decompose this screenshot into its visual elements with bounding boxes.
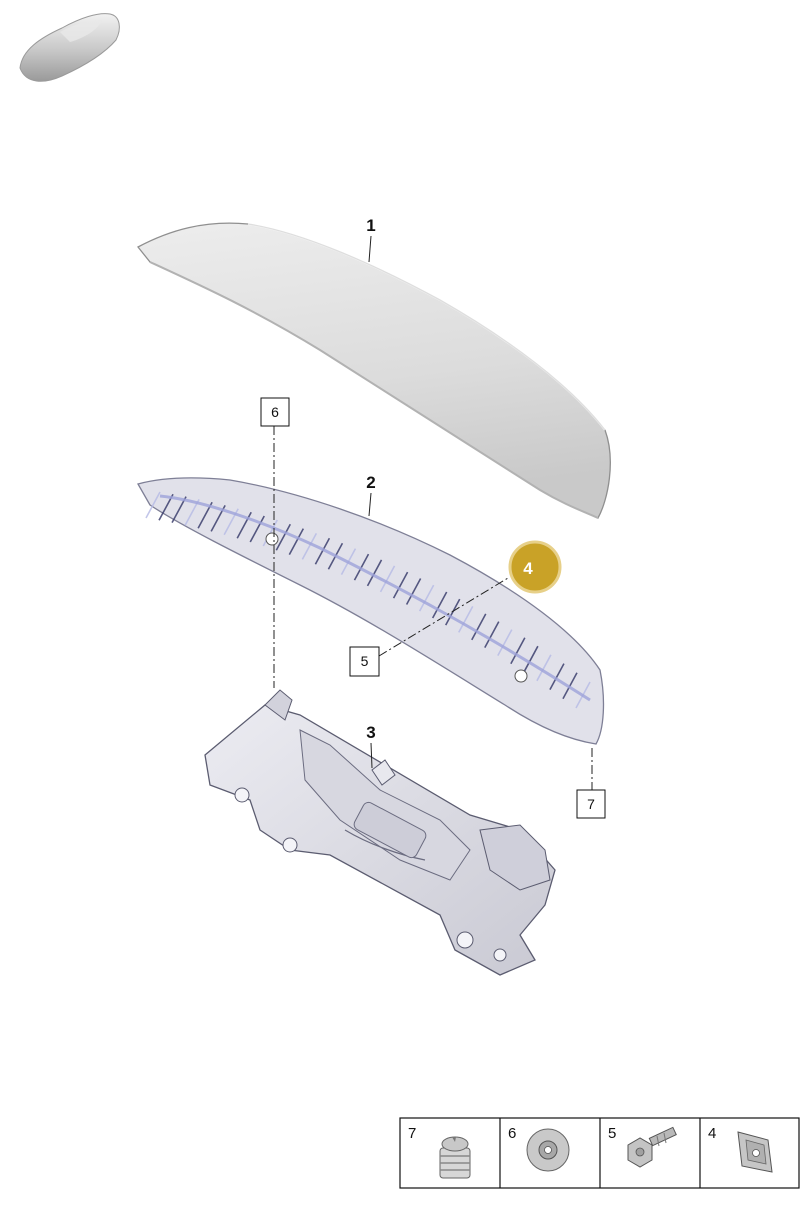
parts-legend: 7 6 5 <box>399 1117 800 1189</box>
panel-rib <box>301 532 318 560</box>
panel-rib <box>366 559 383 587</box>
legend-cell-6[interactable]: 6 <box>508 1125 570 1172</box>
legend-cell-7[interactable]: 7 <box>408 1125 471 1179</box>
assembly-line-5 <box>378 577 509 657</box>
panel-rib <box>418 584 435 612</box>
panel-rib <box>431 591 448 619</box>
panel-rib <box>471 613 487 641</box>
panel-rib <box>392 571 409 599</box>
inner-panel-icon <box>137 477 605 745</box>
leader-line-1 <box>368 235 372 263</box>
legend-number-4: 4 <box>708 1125 716 1142</box>
callout-6-box: 6 <box>260 397 290 427</box>
panel-rib <box>458 606 474 633</box>
callout-3: 3 <box>366 723 375 742</box>
screw-icon <box>627 1126 677 1168</box>
panel-rib <box>523 645 539 673</box>
callout-5: 5 <box>361 653 369 669</box>
leader-line-3 <box>370 742 373 769</box>
car-silhouette-icon <box>19 13 120 82</box>
panel-rib <box>510 637 526 665</box>
panel-rib <box>549 663 565 691</box>
callout-4-highlight[interactable]: 4 <box>508 540 562 594</box>
callout-2: 2 <box>366 473 375 492</box>
panel-rib <box>484 621 500 649</box>
callout-7: 7 <box>587 796 595 812</box>
callout-6: 6 <box>271 404 279 420</box>
panel-rib <box>379 565 396 593</box>
callout-5-box: 5 <box>349 646 380 677</box>
washer-nut-icon <box>526 1128 570 1172</box>
leader-line-2 <box>368 492 372 517</box>
panel-rib <box>497 629 513 656</box>
panel-rib <box>236 511 252 539</box>
panel-rib <box>353 553 370 581</box>
legend-number-6: 6 <box>508 1125 516 1142</box>
panel-rib <box>249 515 265 543</box>
legend-number-5: 5 <box>608 1125 616 1142</box>
mechanism-frame-icon <box>204 689 556 976</box>
panel-rib <box>536 654 552 682</box>
panel-rib <box>405 578 422 605</box>
panel-rib <box>314 537 331 565</box>
legend-cell-5[interactable]: 5 <box>608 1125 677 1168</box>
panel-rib <box>145 491 161 519</box>
spoiler-lid-icon <box>137 222 611 519</box>
grommet-icon <box>439 1136 471 1179</box>
panel-rib <box>288 528 305 556</box>
panel-rib <box>275 523 292 551</box>
clip-nut-icon <box>737 1131 773 1173</box>
callout-7-box: 7 <box>576 789 606 819</box>
callout-4: 4 <box>523 559 533 578</box>
panel-rib <box>444 598 461 626</box>
callout-1: 1 <box>366 216 375 235</box>
legend-cell-4[interactable]: 4 <box>708 1125 773 1173</box>
legend-number-7: 7 <box>408 1125 416 1142</box>
